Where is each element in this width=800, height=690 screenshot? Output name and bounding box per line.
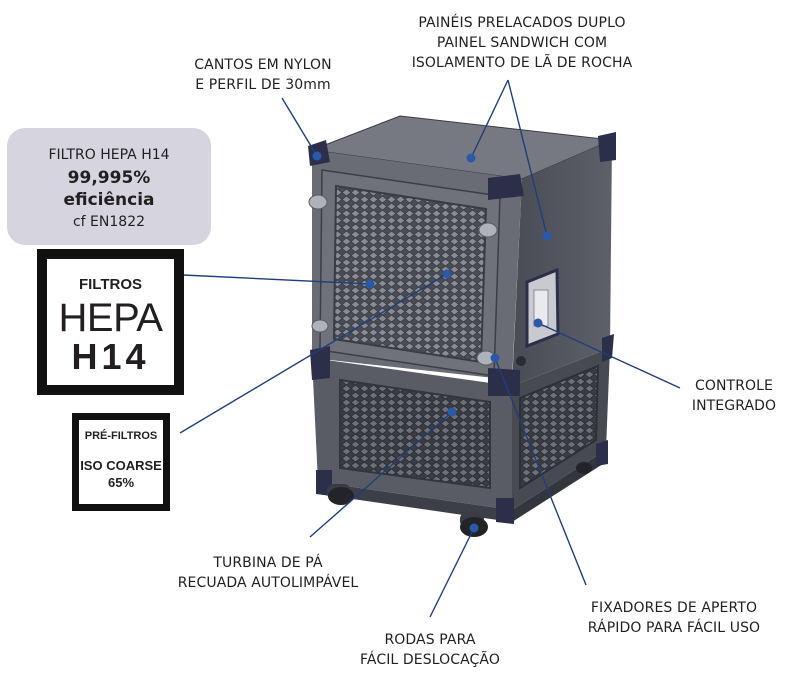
label-controle-line2: INTEGRADO	[691, 398, 777, 414]
hepa-filter-mesh	[332, 184, 488, 364]
prefiltros-class: ISO COARSE	[80, 458, 162, 473]
prefiltros-title: PRÉ-FILTROS	[84, 430, 158, 442]
leader-lines	[179, 79, 681, 618]
prefiltros-percent: 65%	[107, 475, 135, 490]
filtros-hepa-badge: FILTROS HEPA H14	[37, 249, 184, 395]
filtros-title: FILTROS	[78, 276, 143, 293]
hepa-info-box: FILTRO HEPA H14 99,995% eficiência cf EN…	[7, 128, 211, 245]
label-fixadores: FIXADORES DE APERTO RÁPIDO PARA FÁCIL US…	[568, 598, 780, 638]
prefiltros-badge: PRÉ-FILTROS ISO COARSE 65%	[72, 413, 170, 511]
label-paineis-line1: PAINÉIS PRELACADOS DUPLO	[418, 15, 626, 31]
prefilter-mesh	[339, 378, 491, 490]
label-paineis: PAINÉIS PRELACADOS DUPLO PAINEL SANDWICH…	[388, 13, 656, 73]
side-panel	[512, 140, 612, 386]
label-rodas-line2: FÁCIL DESLOCAÇÃO	[360, 652, 500, 668]
label-controle-line1: CONTROLE	[694, 378, 773, 394]
label-turbina-line1: TURBINA DE PÁ	[213, 555, 323, 571]
filtros-hepa-text: HEPA	[58, 296, 163, 340]
label-cantos: CANTOS EM NYLON E PERFIL DE 30mm	[168, 55, 358, 95]
label-controle: CONTROLE INTEGRADO	[670, 376, 798, 416]
label-paineis-line3: ISOLAMENTO DE LÃ DE ROCHA	[411, 55, 633, 71]
hepa-box-line1: FILTRO HEPA H14	[48, 147, 170, 163]
hepa-box-efficiency-label: eficiência	[63, 190, 155, 210]
hepa-box-standard: cf EN1822	[72, 214, 146, 230]
label-cantos-line1: CANTOS EM NYLON	[194, 57, 332, 73]
label-turbina: TURBINA DE PÁ RECUADA AUTOLIMPÁVEL	[162, 553, 374, 593]
leader-dots	[312, 151, 552, 533]
label-cantos-line2: E PERFIL DE 30mm	[195, 77, 331, 93]
label-rodas-line1: RODAS PARA	[384, 632, 476, 648]
label-paineis-line2: PAINEL SANDWICH COM	[436, 35, 608, 51]
filtros-h14-text: H14	[71, 336, 150, 377]
hepa-box-efficiency-value: 99,995%	[67, 168, 151, 188]
label-fixadores-line2: RÁPIDO PARA FÁCIL USO	[587, 620, 761, 636]
label-fixadores-line1: FIXADORES DE APERTO	[590, 600, 758, 616]
label-rodas: RODAS PARA FÁCIL DESLOCAÇÃO	[340, 630, 520, 670]
label-turbina-line2: RECUADA AUTOLIMPÁVEL	[177, 575, 359, 591]
quick-latches	[308, 194, 498, 366]
